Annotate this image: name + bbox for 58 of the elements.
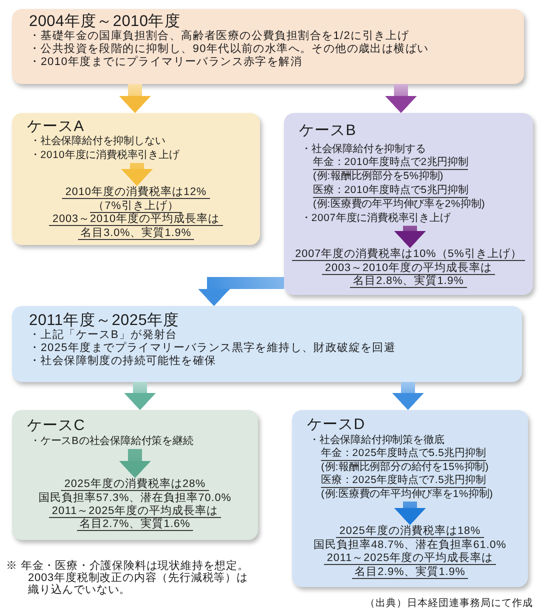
result-text: （7%引き上げ） — [90, 200, 182, 213]
result-text: 2003～2010年度の平均成長率は — [49, 213, 223, 226]
period-box — [12, 306, 522, 382]
case-box — [284, 113, 533, 295]
detail-text: (例:医療費の年平均伸び率を1%抑制) — [321, 488, 494, 501]
bullet-text: ・社会保障給付を抑制する — [301, 144, 426, 156]
bullet-text: ・社会保障給付を抑制しない — [30, 136, 166, 148]
bullet-text: ・2025年度までプライマリーバランス黒字を維持し、財政破綻を回避 — [29, 342, 396, 354]
case-heading: ケースA — [27, 119, 84, 135]
result-text: 2007年度の消費税率は10%（5%引き上げ） — [292, 248, 525, 262]
period-heading: 2004年度～2010年度 — [29, 14, 181, 30]
bullet-text: ・社会保障制度の持続可能性を確保 — [29, 355, 216, 368]
arrow — [394, 502, 426, 525]
bullet-text: ・社会保障給付抑制策を徹底 — [309, 434, 444, 447]
source-note: （出典）日本経団連事務局にて作成 — [365, 598, 533, 610]
bullet-text: ・基礎年金の国庫負担割合、高齢者医療の公費負担割合を1/2に引き上げ — [29, 30, 410, 43]
arrow — [392, 382, 424, 410]
case-heading: ケースB — [299, 123, 356, 139]
bullet-text: ・2007年度に消費税率引き上げ — [301, 212, 450, 225]
result-text: 2003～2010年度の平均成長率は — [322, 262, 496, 275]
detail-text: 年金：2025年度時点で5.5兆円抑制 — [321, 448, 486, 461]
result-text: 2011～2025年度の平均成長率は — [48, 504, 222, 518]
detail-text: (例:医療費の年平均伸び率を2%抑制) — [313, 198, 486, 211]
result-text: 国民負担率57.3%、潜在負担率70.0% — [38, 492, 232, 504]
detail-text: (例:報酬比例部分の給付を15%抑制) — [321, 462, 489, 474]
result-text: 名目3.0%、実質1.9% — [78, 226, 194, 240]
bullet-text: ・公共投資を段階的に抑制し、90年代以前の水準へ。その他の歳出は横ばい — [29, 43, 429, 56]
result-text: 国民負担率48.7%、潜在負担率61.0% — [312, 539, 508, 552]
result-text: 2025年度の消費税率は18% — [336, 525, 484, 538]
bullet-text: ・上記「ケースB」が発射台 — [29, 329, 178, 342]
bullet-text: ・2010年度までにプライマリーバランス赤字を解消 — [29, 56, 302, 69]
arrow — [121, 163, 153, 186]
arrow — [124, 382, 156, 410]
footnote: ※ 年金・医療・介護保険料は現状維持を想定。2003年度税制改正の内容（先行減税等）は織り込んでいない。 — [6, 561, 250, 596]
case-box — [12, 113, 260, 245]
detail-text: 年金：2010年度時点で2兆円抑制 — [313, 157, 468, 170]
bullet-text: ・ケースBの社会保障給付策を継続 — [30, 436, 194, 448]
case-box — [292, 410, 528, 587]
case-heading: ケースD — [307, 417, 366, 433]
result-text: 2010年度の消費税率は12% — [62, 186, 210, 200]
arrow — [119, 449, 151, 478]
result-text: 2025年度の消費税率は28% — [61, 478, 209, 492]
arrow — [394, 226, 426, 248]
period-heading: 2011年度～2025年度 — [29, 313, 180, 329]
detail-text: 医療：2010年度時点で5兆円抑制 — [313, 184, 468, 198]
bullet-text: ・2010年度に消費税率引き上げ — [30, 150, 180, 162]
case-box — [12, 410, 258, 540]
result-text: 2011～2025年度の平均成長率は — [324, 552, 496, 566]
result-text: 名目2.8%、実質1.9% — [350, 275, 467, 288]
detail-text: 医療：2025年度時点で7.5兆円抑制 — [321, 474, 486, 488]
result-text: 名目2.7%、実質1.6% — [76, 518, 194, 532]
result-text: 名目2.9%、実質1.9% — [352, 566, 468, 579]
detail-text: (例:報酬比例部分を5%抑制) — [313, 171, 444, 184]
arrow — [198, 277, 284, 306]
case-heading: ケースC — [27, 418, 86, 434]
period-box — [12, 9, 524, 84]
arrow — [119, 84, 151, 113]
arrow — [385, 84, 417, 113]
